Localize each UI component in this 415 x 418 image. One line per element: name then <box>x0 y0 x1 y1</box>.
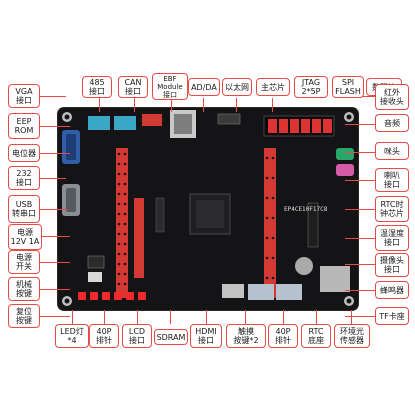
leader-temp <box>345 238 375 239</box>
leader-audio <box>345 124 375 125</box>
leader-485 <box>99 98 100 112</box>
leader-adda <box>203 98 204 112</box>
label-beeper: 蜂鸣器 <box>375 281 409 299</box>
label-sdram: SDRAM <box>154 329 188 345</box>
label-potentiometer: 电位器 <box>8 144 40 162</box>
label-spi-flash: SPI FLASH <box>332 76 364 98</box>
label-usb-uart: USB 转串口 <box>8 195 40 223</box>
label-power-12v: 电源 12V 1A <box>8 224 42 250</box>
board-silk-model: EP4CE10F17C8 <box>284 206 328 213</box>
label-232: 232 接口 <box>8 166 40 190</box>
leader-hdmi <box>206 310 207 324</box>
leader-power <box>40 236 70 237</box>
leader-camera <box>345 264 375 265</box>
label-camera: 摄像头 接口 <box>375 253 409 277</box>
leader-sdram <box>170 310 171 324</box>
label-ir-receiver: 红外 接收头 <box>375 84 409 110</box>
label-light-sensor: 环境光 传感器 <box>334 324 370 348</box>
leader-mech-key <box>40 289 70 290</box>
leader-switch <box>40 262 70 263</box>
label-vga: VGA 接口 <box>8 84 40 108</box>
leader-speaker <box>345 180 375 181</box>
label-tf-card: TF卡座 <box>375 307 409 325</box>
label-temp-humid: 温湿度 接口 <box>375 225 409 251</box>
label-power-switch: 电源 开关 <box>8 250 40 274</box>
label-ad-da: AD/DA <box>188 78 220 96</box>
leader-can <box>134 98 135 112</box>
leader-potentiometer <box>40 153 70 154</box>
label-audio: 音频 <box>375 114 409 132</box>
leader-tf <box>345 316 375 317</box>
leader-mic <box>345 152 375 153</box>
label-40p-a: 40P 排针 <box>89 324 119 348</box>
label-rtc-base: RTC 底座 <box>301 324 331 348</box>
label-485: 485 接口 <box>82 76 112 98</box>
label-speaker: 喇叭 接口 <box>375 168 409 192</box>
leader-rtc-base <box>316 310 317 324</box>
leader-40p-b <box>283 310 284 324</box>
label-ebf-module: EBF Module 接口 <box>152 73 188 100</box>
label-40p-b: 40P 排针 <box>268 324 298 348</box>
leader-eeprom <box>40 126 70 127</box>
leader-lcd <box>137 310 138 324</box>
label-lcd: LCD 接口 <box>122 324 152 348</box>
leader-vga <box>40 96 66 97</box>
board-illustration <box>58 108 358 310</box>
fpga-board: EP4CE10F17C8 <box>58 108 358 310</box>
leader-light <box>351 310 352 324</box>
label-hdmi: HDMI 接口 <box>190 324 222 348</box>
leader-reset <box>40 316 70 317</box>
label-ethernet: 以太网 <box>222 78 252 96</box>
leader-usb <box>40 209 68 210</box>
label-jtag: JTAG 2*5P <box>294 76 328 98</box>
leader-touch <box>245 310 246 324</box>
leader-eth <box>236 98 237 112</box>
label-rtc-chip: RTC时 钟芯片 <box>375 196 409 222</box>
label-touch-key: 触摸 按键*2 <box>226 324 266 348</box>
leader-led <box>72 310 73 324</box>
label-can: CAN 接口 <box>118 76 148 98</box>
leader-ebf <box>171 98 172 112</box>
label-reset-key: 复位 按键 <box>8 304 40 328</box>
leader-main <box>272 98 273 112</box>
label-mic: 咪头 <box>375 142 409 160</box>
leader-232 <box>40 178 66 179</box>
label-mech-key: 机械 按键 <box>8 277 40 301</box>
label-eeprom: EEP ROM <box>8 113 40 139</box>
leader-rtc-chip <box>345 209 375 210</box>
label-main-chip: 主芯片 <box>256 78 290 96</box>
leader-40p-a <box>104 310 105 324</box>
label-led: LED灯 *4 <box>55 324 89 348</box>
leader-beeper <box>345 290 375 291</box>
